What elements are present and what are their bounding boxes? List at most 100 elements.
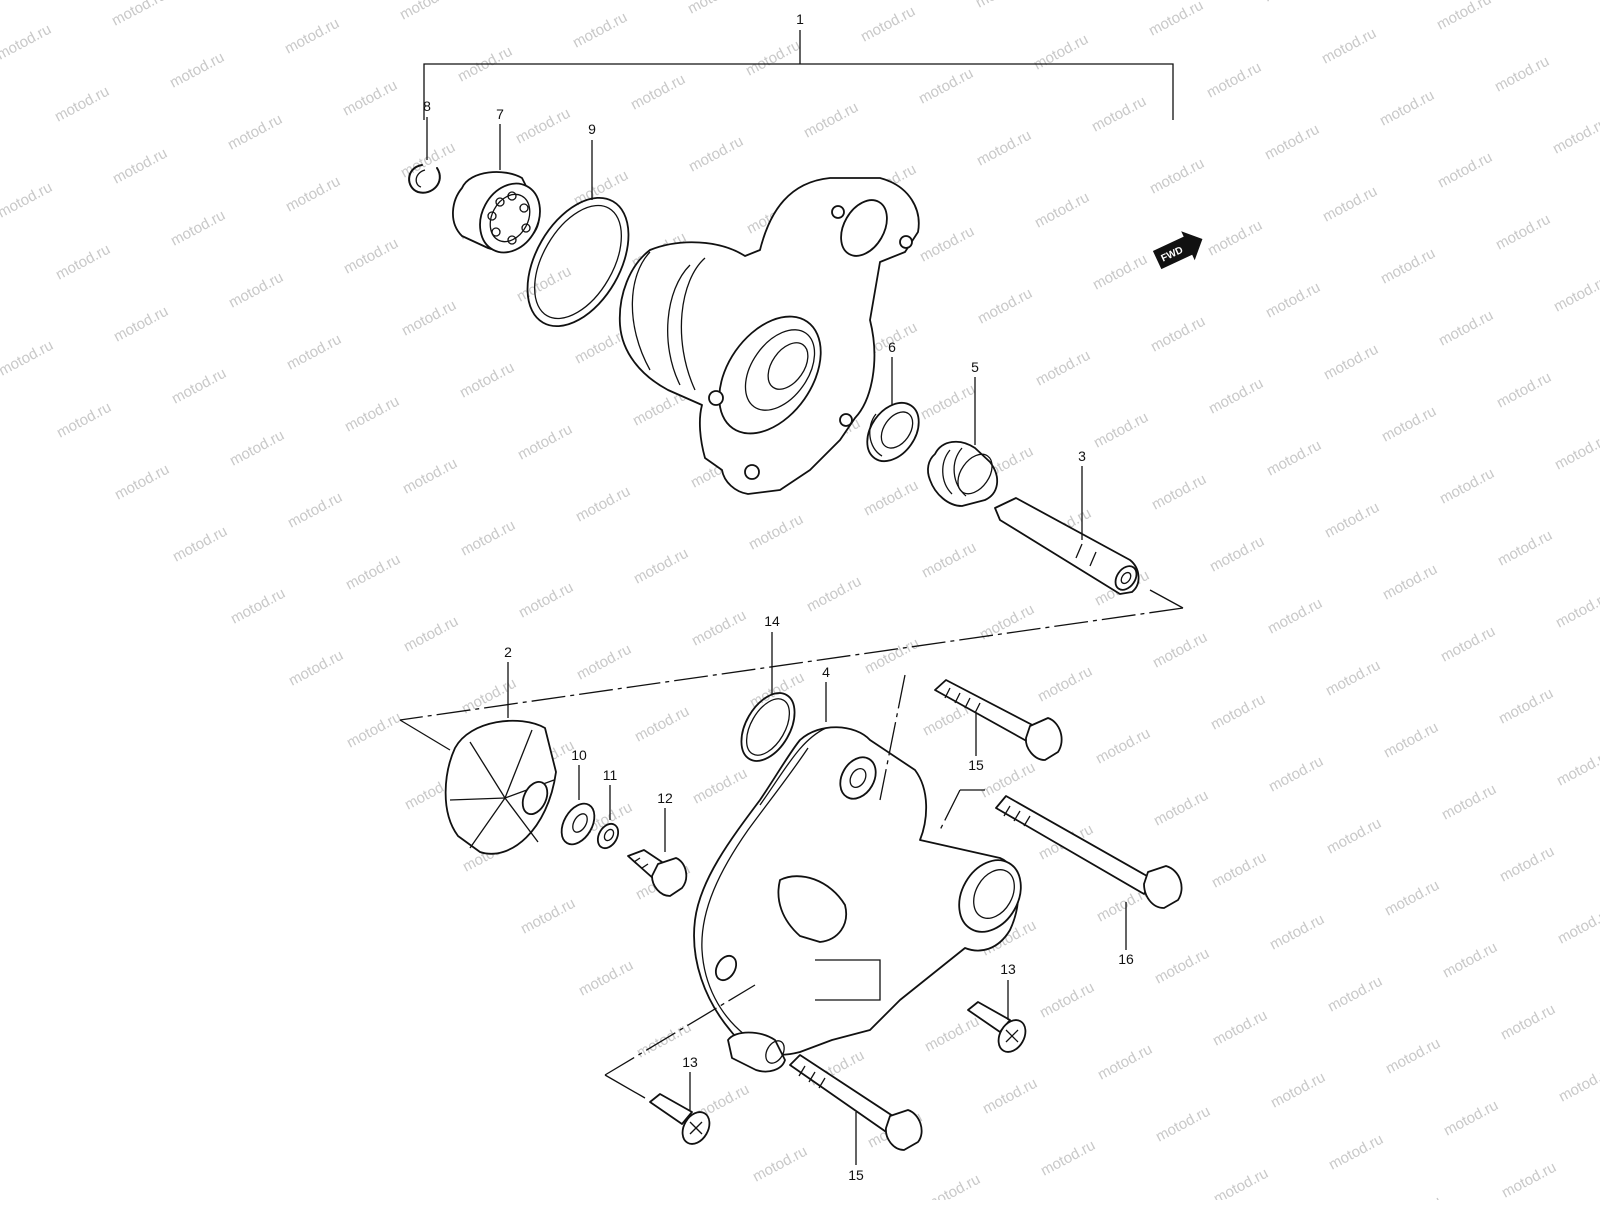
watermark-text: motod.ru: [0, 179, 55, 222]
watermark-text: motod.ru: [632, 703, 692, 746]
watermark-text: motod.ru: [973, 0, 1033, 12]
watermark-text: motod.ru: [1381, 719, 1441, 762]
watermark-text: motod.ru: [917, 223, 977, 266]
watermark-text: motod.ru: [628, 71, 688, 114]
watermark-text: motod.ru: [1553, 589, 1600, 632]
part-impeller-bolt: [627, 849, 688, 897]
callout-4: 4: [822, 664, 830, 680]
bolt-alignment-lines: [604, 674, 985, 1099]
watermark-text: motod.ru: [167, 49, 227, 92]
watermark-text: motod.ru: [513, 105, 573, 148]
watermark-text: motod.ru: [1037, 979, 1097, 1022]
watermark-text: motod.ru: [340, 77, 400, 120]
watermark-text: motod.ru: [1210, 1007, 1270, 1050]
watermark-text: motod.ru: [518, 895, 578, 938]
watermark-text: motod.ru: [1206, 375, 1266, 418]
watermark-text: motod.ru: [1551, 273, 1600, 316]
watermark-text: motod.ru: [457, 359, 517, 402]
watermark-text: motod.ru: [686, 133, 746, 176]
watermark-text: motod.ru: [1319, 25, 1379, 68]
part-o-ring-large: [526, 196, 630, 328]
callout-8: 8: [423, 98, 431, 114]
watermark-text: motod.ru: [1554, 747, 1600, 790]
watermark-text: motod.ru: [685, 0, 745, 18]
watermark-text: motod.ru: [1267, 911, 1327, 954]
watermark-text: motod.ru: [1436, 307, 1496, 350]
watermark-text: motod.ru: [341, 235, 401, 278]
callout-labels: 1 8 7 9 6 5 3 14 2 4 10 11 12 15 16 13 1…: [423, 11, 1134, 1183]
watermark-text: motod.ru: [168, 207, 228, 250]
callout-14: 14: [764, 613, 780, 629]
callout-13-right: 13: [1000, 961, 1016, 977]
watermark-text: motod.ru: [1261, 0, 1321, 6]
watermark-text: motod.ru: [1497, 843, 1557, 886]
callout-1: 1: [796, 11, 804, 27]
watermark-text: motod.ru: [1095, 1041, 1155, 1084]
watermark-text: motod.ru: [1207, 533, 1267, 576]
part-small-washer: [596, 822, 620, 850]
watermark-text: motod.ru: [516, 579, 576, 622]
watermark-text: motod.ru: [1147, 155, 1207, 198]
callout-12: 12: [657, 790, 673, 806]
watermark-text: motod.ru: [1552, 431, 1600, 474]
watermark-text: motod.ru: [53, 241, 113, 284]
assembly-center-line: [399, 589, 1184, 751]
watermark-text: motod.ru: [1205, 217, 1265, 260]
watermark-text: motod.ru: [975, 285, 1035, 328]
watermark-text: motod.ru: [1496, 685, 1556, 728]
part-pump-shaft: [994, 497, 1140, 595]
watermark-text: motod.ru: [283, 173, 343, 216]
watermark-text: motod.ru: [1325, 973, 1385, 1016]
callout-16: 16: [1118, 951, 1134, 967]
watermark-text: motod.ru: [459, 675, 519, 718]
watermark-text: motod.ru: [1263, 279, 1323, 322]
watermark-text: motod.ru: [169, 365, 229, 408]
callout-10: 10: [571, 747, 587, 763]
watermark-text: motod.ru: [1211, 1165, 1271, 1200]
watermark-text: motod.ru: [225, 111, 285, 154]
watermark-text: motod.ru: [980, 1075, 1040, 1118]
watermark-text: motod.ru: [1149, 471, 1209, 514]
part-circlip: [408, 164, 441, 194]
watermark-text: motod.ru: [398, 139, 458, 182]
watermark-text: motod.ru: [1148, 313, 1208, 356]
forward-direction-badge: FWD: [1152, 231, 1203, 270]
watermark-text: motod.ru: [922, 1013, 982, 1056]
watermark-text: motod.ru: [1384, 1193, 1444, 1200]
watermark-text: motod.ru: [1441, 1097, 1501, 1140]
watermark-text: motod.ru: [514, 263, 574, 306]
callout-2: 2: [504, 644, 512, 660]
watermark-text: motod.ru: [1209, 849, 1269, 892]
watermark-text: motod.ru: [1492, 53, 1552, 96]
watermark-text: motod.ru: [1090, 251, 1150, 294]
watermark-text: motod.ru: [1434, 0, 1494, 34]
watermark-text: motod.ru: [397, 0, 457, 24]
watermark-text: motod.ru: [1320, 183, 1380, 226]
watermark-text: motod.ru: [631, 545, 691, 588]
callout-15-lower: 15: [848, 1167, 864, 1183]
watermark-text: motod.ru: [52, 83, 112, 126]
callout-11: 11: [603, 767, 618, 783]
watermark-text: motod.ru: [1435, 149, 1495, 192]
watermark-text: motod.ru: [1204, 59, 1264, 102]
watermark-text: motod.ru: [1146, 0, 1206, 40]
watermark-text: motod.ru: [111, 303, 171, 346]
watermark-text: motod.ru: [1031, 31, 1091, 74]
watermark-text: motod.ru: [977, 601, 1037, 644]
watermark-text: motod.ru: [1324, 815, 1384, 858]
watermark-text: motod.ru: [804, 573, 864, 616]
callout-5: 5: [971, 359, 979, 375]
watermark-text: motod.ru: [1498, 1001, 1558, 1044]
watermark-text: motod.ru: [1437, 465, 1497, 508]
watermark-text: motod.ru: [576, 957, 636, 1000]
watermark-text: motod.ru: [1382, 877, 1442, 920]
watermark-text: motod.ru: [286, 647, 346, 690]
watermark-text: motod.ru: [862, 635, 922, 678]
watermark-text: motod.ru: [1321, 341, 1381, 384]
watermark-text: motod.ru: [916, 65, 976, 108]
watermark-text: motod.ru: [1262, 121, 1322, 164]
part-o-ring-small: [740, 692, 796, 762]
watermark-text: motod.ru: [1439, 781, 1499, 824]
watermark-text: motod.ru: [1378, 245, 1438, 288]
watermark-text: motod.ru: [923, 1171, 983, 1200]
